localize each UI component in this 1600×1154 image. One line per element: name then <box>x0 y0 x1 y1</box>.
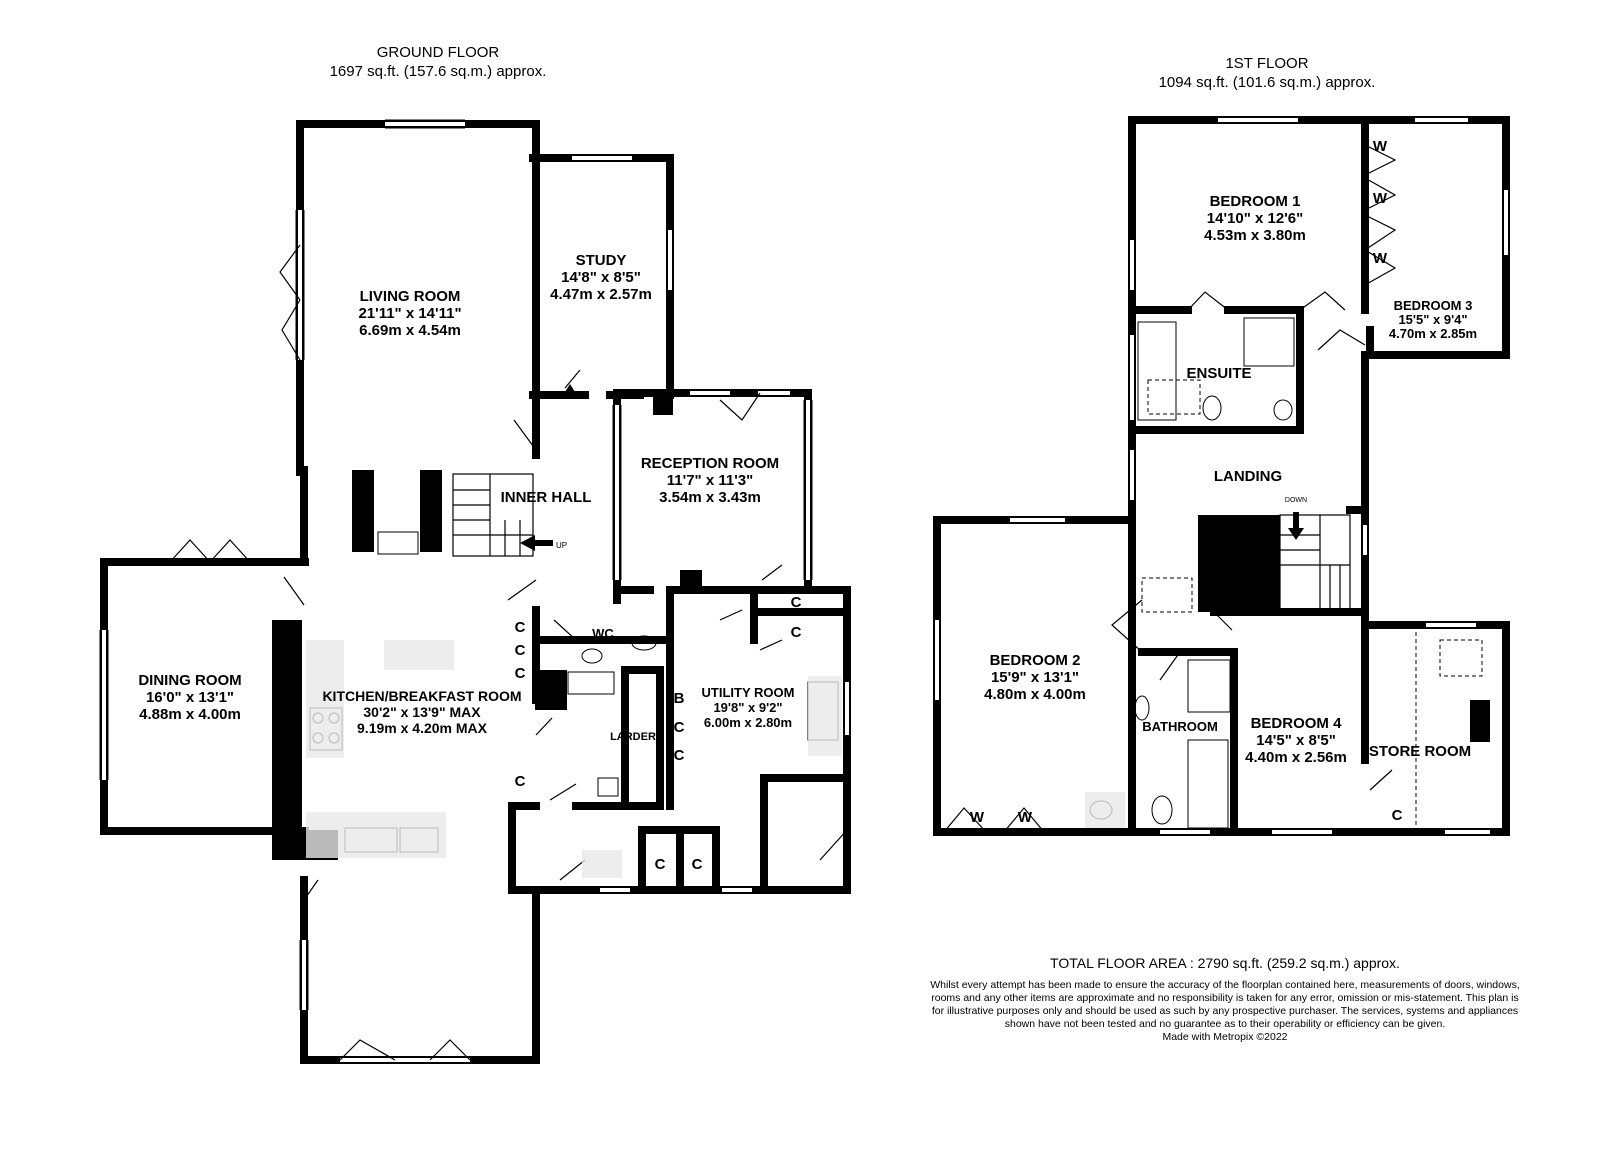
living-room-name: LIVING ROOM <box>360 288 461 305</box>
larder-name: LARDER <box>610 731 656 743</box>
cupboard-label: C <box>515 665 526 682</box>
kitchen-imperial: 30'2" x 13'9" MAX <box>363 704 481 720</box>
ground-floor-walls <box>100 120 851 1064</box>
utility-room-name: UTILITY ROOM <box>702 685 795 700</box>
first-floor-title: 1ST FLOOR <box>1225 55 1308 72</box>
cupboard-label: C <box>515 619 526 636</box>
study-imperial: 14'8" x 8'5" <box>561 269 641 286</box>
ground-floor-area: 1697 sq.ft. (157.6 sq.m.) approx. <box>330 63 547 80</box>
stair-down-arrow <box>1288 528 1304 540</box>
disclaimer-text: Whilst every attempt has been made to en… <box>930 979 1520 1030</box>
first-floor-shading <box>1085 792 1125 828</box>
cupboard-label: C <box>674 747 685 764</box>
living-room-imperial: 21'11" x 14'11" <box>358 305 461 322</box>
inner-hall-name: INNER HALL <box>501 489 592 506</box>
kitchen-name: KITCHEN/BREAKFAST ROOM <box>322 688 521 704</box>
cupboard-label: C <box>674 719 685 736</box>
cupboard-label: C <box>515 773 526 790</box>
study-arrow <box>565 384 575 392</box>
cupboard-label: C <box>692 856 703 873</box>
ground-floor-windows <box>102 122 849 1062</box>
bedroom-1-metric: 4.53m x 3.80m <box>1204 227 1306 244</box>
dining-room-metric: 4.88m x 4.00m <box>139 706 241 723</box>
reception-room-name: RECEPTION ROOM <box>641 455 779 472</box>
dining-room-name: DINING ROOM <box>138 672 241 689</box>
wc-name: WC <box>592 626 614 641</box>
first-floor-fixtures <box>1089 317 1295 829</box>
bedroom-4-name: BEDROOM 4 <box>1251 715 1343 732</box>
stair-down-arrow-shaft <box>1293 512 1299 530</box>
cupboard-label: C <box>1392 807 1403 824</box>
ground-floor-title: GROUND FLOOR <box>377 44 500 61</box>
cupboard-label: C <box>515 642 526 659</box>
first-floor-loft-hatches <box>1141 379 1483 828</box>
stair-up-arrow-shaft <box>535 540 553 546</box>
first-floor-area: 1094 sq.ft. (101.6 sq.m.) approx. <box>1159 74 1376 91</box>
store-room-name: STORE ROOM <box>1369 743 1471 760</box>
ground-floor-solid-blocks <box>272 393 702 860</box>
wardrobe-label: W <box>1373 138 1388 155</box>
bathroom-name: BATHROOM <box>1142 719 1218 734</box>
reception-room-metric: 3.54m x 3.43m <box>659 489 761 506</box>
ground-floor-shading <box>306 640 842 878</box>
living-room-metric: 6.69m x 4.54m <box>359 322 461 339</box>
ground-floor-stairs <box>452 473 534 557</box>
bedroom-2-metric: 4.80m x 4.00m <box>984 686 1086 703</box>
study-metric: 4.47m x 2.57m <box>550 286 652 303</box>
first-floor-doors <box>943 144 1397 833</box>
bedroom-3-metric: 4.70m x 2.85m <box>1389 326 1477 341</box>
first-floor-stairs <box>1279 514 1351 613</box>
cupboard-label: C <box>655 856 666 873</box>
ground-floor-window-lines <box>99 119 813 1010</box>
ground-floor-doors <box>169 244 848 1061</box>
boiler-label: B <box>674 690 685 707</box>
bedroom-1-name: BEDROOM 1 <box>1210 193 1301 210</box>
stair-up-arrow <box>520 535 535 551</box>
wardrobe-label: W <box>1373 250 1388 267</box>
bedroom-2-imperial: 15'9" x 13'1" <box>991 669 1079 686</box>
kitchen-metric: 9.19m x 4.20m MAX <box>357 720 488 736</box>
stair-down-label: DOWN <box>1285 497 1307 504</box>
wardrobe-label: W <box>970 809 985 826</box>
first-floor-wardrobe-labels: W W W W W C <box>970 138 1403 826</box>
utility-room-imperial: 19'8" x 9'2" <box>713 700 782 715</box>
bedroom-2-name: BEDROOM 2 <box>990 652 1081 669</box>
stair-up-label: UP <box>556 541 567 550</box>
disclaimer: Whilst every attempt has been made to en… <box>930 979 1520 1044</box>
first-floor-solid-blocks <box>1198 515 1490 742</box>
wardrobe-label: W <box>1373 190 1388 207</box>
bedroom-1-imperial: 14'10" x 12'6" <box>1207 210 1303 227</box>
study-name: STUDY <box>576 252 627 269</box>
reception-room-imperial: 11'7" x 11'3" <box>667 472 753 489</box>
total-floor-area: TOTAL FLOOR AREA : 2790 sq.ft. (259.2 sq… <box>1050 955 1400 971</box>
cupboard-label: C <box>791 594 802 611</box>
dining-room-imperial: 16'0" x 13'1" <box>146 689 234 706</box>
bedroom-4-metric: 4.40m x 2.56m <box>1245 749 1347 766</box>
bedroom-3-name: BEDROOM 3 <box>1394 298 1473 313</box>
ensuite-name: ENSUITE <box>1186 365 1251 382</box>
utility-room-metric: 6.00m x 2.80m <box>704 715 792 730</box>
wardrobe-label: W <box>1018 809 1033 826</box>
first-floor-windows <box>935 118 1508 834</box>
bedroom-3-imperial: 15'5" x 9'4" <box>1398 312 1467 327</box>
ground-floor-cupboard-labels: C C C C B C C C C C C <box>515 594 802 873</box>
made-with-credit: Made with Metropix ©2022 <box>1162 1031 1288 1043</box>
landing-name: LANDING <box>1214 468 1282 485</box>
cupboard-label: C <box>791 624 802 641</box>
bedroom-4-imperial: 14'5" x 8'5" <box>1256 732 1336 749</box>
